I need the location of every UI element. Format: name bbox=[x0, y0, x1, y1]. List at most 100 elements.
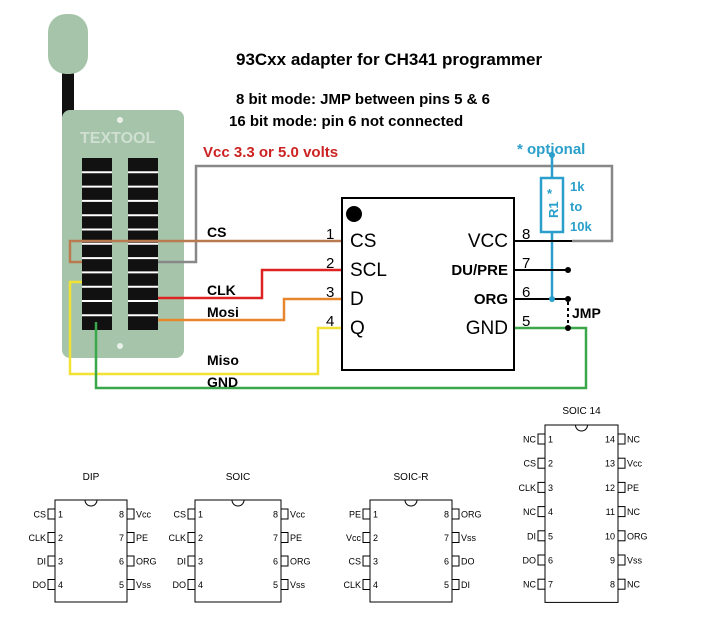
package-pin bbox=[362, 532, 371, 543]
package-pin-name: ORG bbox=[290, 557, 311, 567]
package-pin bbox=[362, 579, 371, 590]
resistor-value-1: 1k bbox=[570, 179, 585, 194]
package-pin-name: NC bbox=[627, 580, 640, 590]
package-pin-name: CLK bbox=[168, 533, 186, 543]
package-pin-number: 4 bbox=[198, 580, 203, 590]
pin-name-vcc: VCC bbox=[467, 231, 508, 252]
package-body bbox=[544, 424, 619, 603]
pin-name-gnd: GND bbox=[465, 318, 508, 339]
package-pin bbox=[617, 530, 626, 542]
package-pin bbox=[617, 457, 626, 469]
socket-lever-shaft bbox=[62, 68, 74, 120]
package-pin-name: Vss bbox=[627, 556, 643, 566]
package-notch bbox=[231, 499, 245, 507]
package-pin-name: DI bbox=[461, 580, 470, 590]
wire-gnd bbox=[94, 322, 588, 390]
wire-vcc bbox=[158, 164, 614, 264]
pin-name-du-pre: DU/PRE bbox=[451, 262, 508, 279]
pin5-dot bbox=[565, 325, 571, 331]
wire-clk bbox=[158, 268, 342, 300]
package-pin-name: Vss bbox=[461, 533, 477, 543]
package-pin bbox=[126, 508, 135, 520]
note-16bit: 16 bit mode: pin 6 not connected bbox=[229, 113, 464, 130]
package-pin bbox=[280, 508, 289, 520]
package-pin-name: PE bbox=[627, 483, 639, 493]
package-pin bbox=[537, 457, 546, 469]
package-pin-number: 5 bbox=[119, 580, 124, 590]
pin-num-7: 7 bbox=[522, 255, 531, 272]
pin-name-scl: SCL bbox=[350, 260, 387, 281]
pin6-dot bbox=[565, 296, 571, 302]
package-pin-name: DI bbox=[177, 557, 186, 567]
package-pin-number: 4 bbox=[58, 580, 63, 590]
package-pin-name: CS bbox=[348, 557, 361, 567]
package-pin bbox=[537, 554, 546, 566]
resistor-dot bbox=[549, 152, 555, 158]
package-notch bbox=[404, 499, 418, 507]
package-pin-name: ORG bbox=[136, 557, 157, 567]
package-pin bbox=[537, 433, 546, 445]
package-pin-name: DI bbox=[37, 557, 46, 567]
package-pin bbox=[617, 481, 626, 493]
diagram-title: 93Cxx adapter for CH341 programmer bbox=[236, 50, 543, 69]
package-pin-name: Vcc bbox=[290, 510, 306, 520]
package-pin-name: CS bbox=[523, 459, 536, 469]
jumper-label: JMP bbox=[572, 305, 601, 321]
pin-name-org: ORG bbox=[473, 291, 508, 308]
package-pin-number: 1 bbox=[548, 435, 553, 445]
socket-lever-handle[interactable] bbox=[48, 14, 88, 74]
socket-screw-bottom bbox=[117, 343, 123, 349]
package-title: SOIC bbox=[226, 472, 250, 483]
package-pin-number: 5 bbox=[273, 580, 278, 590]
package-pin-name: Vcc bbox=[136, 510, 152, 520]
package-pin bbox=[126, 532, 135, 543]
package-pin-number: 11 bbox=[606, 507, 615, 517]
package-pin bbox=[280, 532, 289, 543]
pin7-dot bbox=[565, 267, 571, 273]
package-pin-name: NC bbox=[627, 435, 640, 445]
package-pin bbox=[362, 508, 371, 520]
package-pin-name: ORG bbox=[461, 510, 482, 520]
package-pin-name: DO bbox=[33, 580, 47, 590]
package-pin-name: CLK bbox=[28, 533, 46, 543]
org-resistor-dot bbox=[549, 296, 555, 302]
package-pin bbox=[280, 579, 289, 590]
package-pin-number: 4 bbox=[548, 507, 553, 517]
package-pin-number: 2 bbox=[198, 533, 203, 543]
package-pin-name: PE bbox=[290, 533, 302, 543]
package-pin-name: DI bbox=[527, 531, 536, 541]
package-body bbox=[194, 499, 282, 603]
package-pin bbox=[451, 555, 460, 567]
package-pin bbox=[362, 555, 371, 567]
package-pin-name: NC bbox=[627, 507, 640, 517]
package-pin-number: 7 bbox=[273, 533, 278, 543]
package-pin-number: 5 bbox=[548, 531, 553, 541]
package-pin-number: 8 bbox=[273, 510, 278, 520]
package-notch bbox=[84, 499, 98, 507]
package-pin bbox=[47, 555, 56, 567]
package-pin-number: 6 bbox=[119, 557, 124, 567]
signal-clk-label: CLK bbox=[207, 282, 236, 298]
package-pin-name: Vcc bbox=[346, 533, 362, 543]
package-pin-number: 12 bbox=[605, 483, 615, 493]
note-8bit: 8 bit mode: JMP between pins 5 & 6 bbox=[236, 91, 490, 108]
package-pin-number: 7 bbox=[548, 580, 553, 590]
package-pin-name: Vss bbox=[290, 580, 306, 590]
package-pin-name: NC bbox=[523, 580, 536, 590]
package-pin bbox=[451, 508, 460, 520]
package-pin-number: 8 bbox=[610, 580, 615, 590]
package-pin-number: 10 bbox=[605, 531, 615, 541]
package-pin-number: 6 bbox=[548, 556, 553, 566]
package-pin bbox=[617, 554, 626, 566]
package-pin-name: CS bbox=[33, 510, 46, 520]
vcc-note: Vcc 3.3 or 5.0 volts bbox=[203, 144, 339, 161]
package-body bbox=[369, 499, 453, 603]
package-pin bbox=[451, 532, 460, 543]
package-pin bbox=[537, 481, 546, 493]
pin-name-d: D bbox=[350, 289, 364, 310]
package-pin-number: 7 bbox=[119, 533, 124, 543]
package-pin-name: Vcc bbox=[627, 459, 643, 469]
package-pin bbox=[187, 532, 196, 543]
